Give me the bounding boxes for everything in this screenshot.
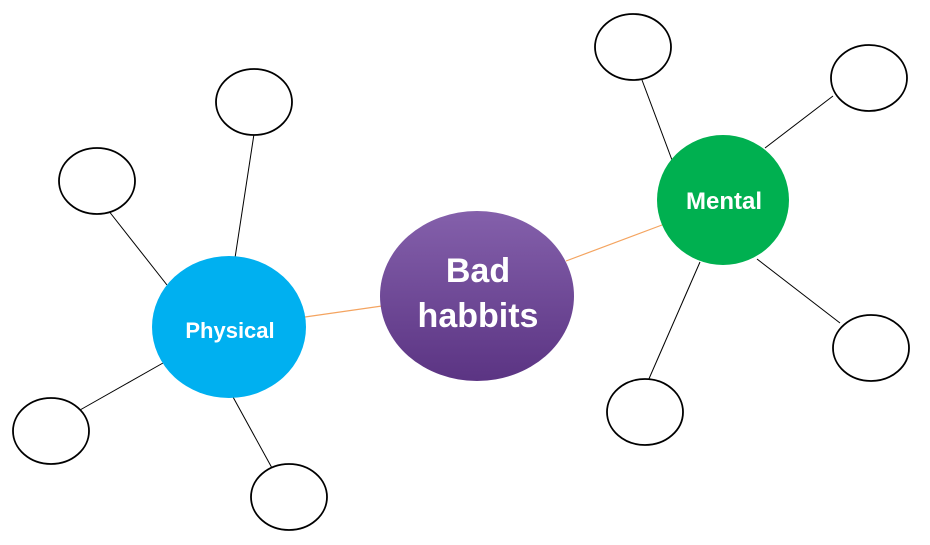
node-mental[interactable]: Mental — [657, 135, 789, 265]
empty-node-physical-1[interactable] — [215, 68, 293, 136]
node-physical[interactable]: Physical — [152, 256, 306, 398]
empty-node-mental-3[interactable] — [832, 314, 910, 382]
node-center-label-line1: Bad — [446, 252, 510, 290]
spoke-physical-3 — [79, 362, 164, 411]
node-center[interactable]: Bad habbits — [380, 211, 574, 381]
spoke-physical-4 — [232, 396, 273, 469]
spoke-mental-3 — [756, 258, 841, 324]
connector-physical-center — [304, 305, 383, 318]
node-physical-label: Physical — [185, 318, 274, 343]
spoke-mental-4 — [647, 261, 701, 382]
empty-node-mental-2[interactable] — [830, 44, 908, 112]
spoke-mental-2 — [764, 95, 834, 149]
empty-node-mental-1[interactable] — [594, 13, 672, 81]
empty-node-mental-4[interactable] — [606, 378, 684, 446]
node-mental-label: Mental — [686, 188, 762, 215]
node-center-label-line2: habbits — [418, 297, 539, 335]
spoke-physical-1 — [234, 133, 255, 259]
connector-center-mental — [565, 224, 663, 262]
empty-node-physical-3[interactable] — [12, 397, 90, 465]
spoke-mental-1 — [641, 79, 673, 161]
empty-node-physical-2[interactable] — [58, 147, 136, 215]
spoke-physical-2 — [107, 209, 168, 286]
empty-node-physical-4[interactable] — [250, 463, 328, 531]
